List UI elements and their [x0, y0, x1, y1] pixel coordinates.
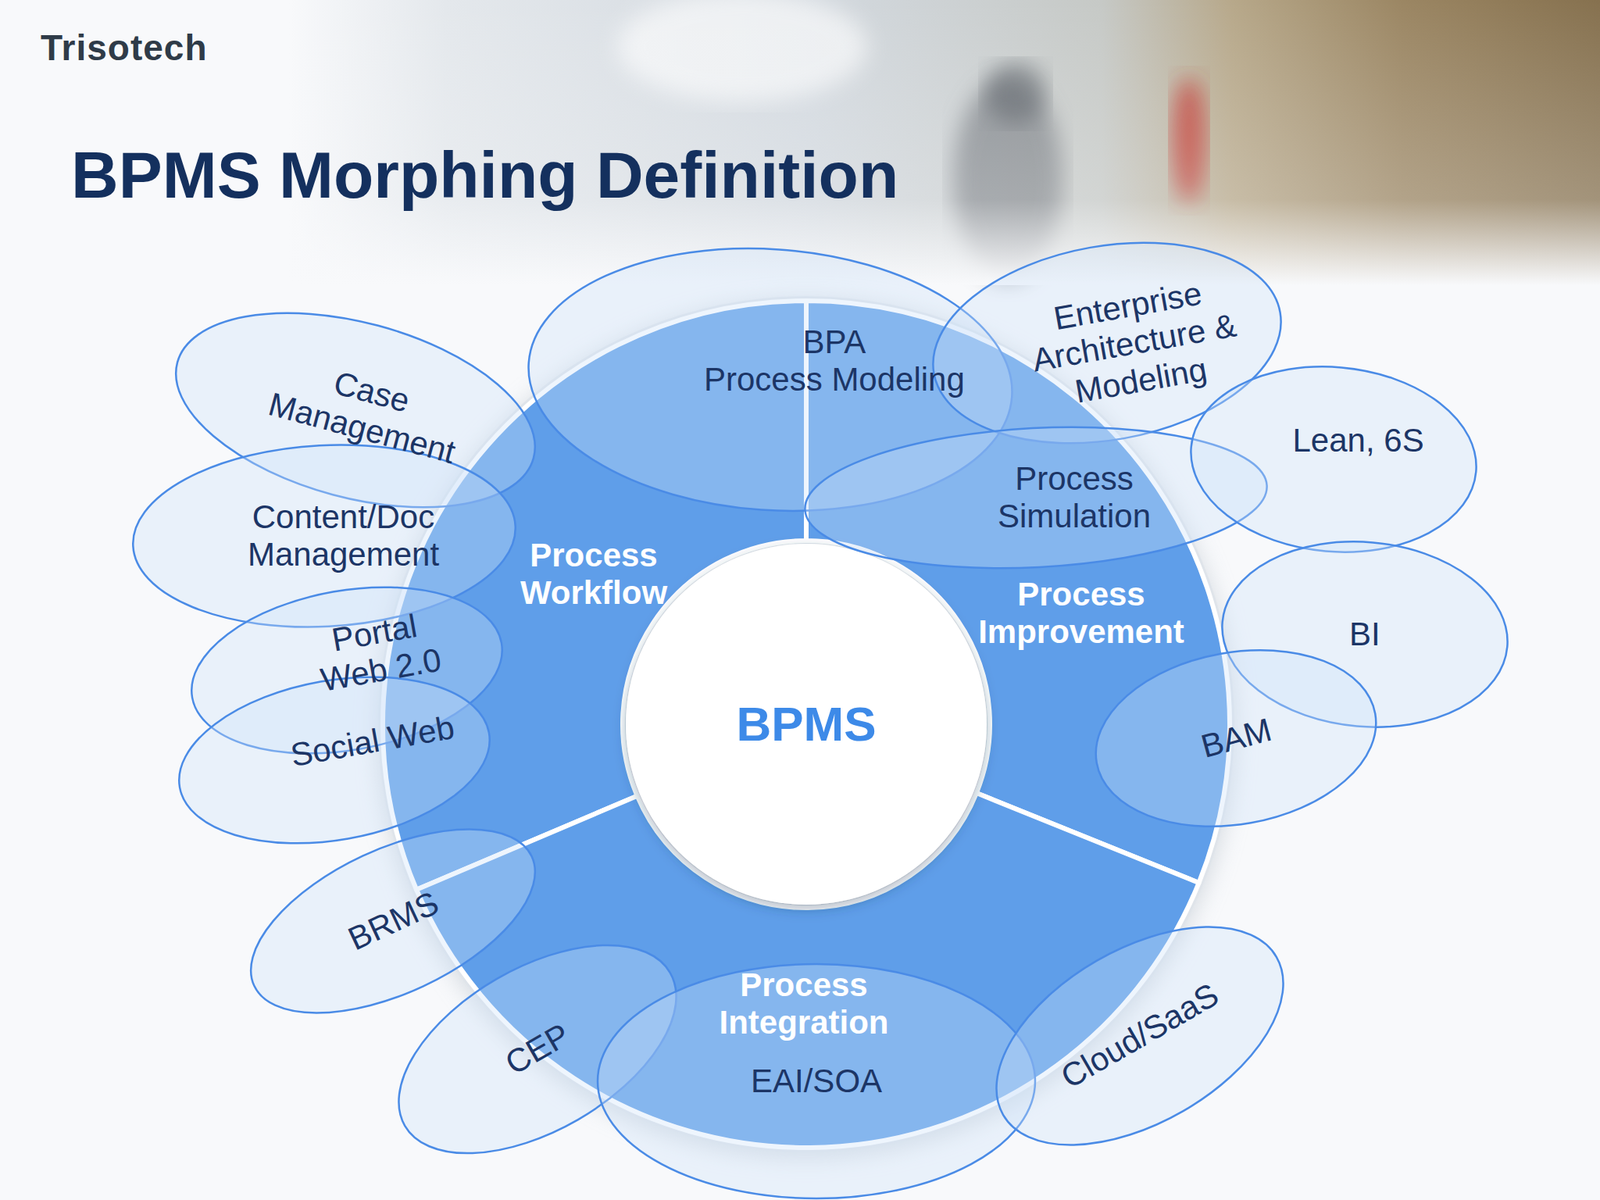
node-label: BI [1349, 615, 1381, 654]
label-text: EAI/SOA [750, 1062, 883, 1100]
node-label: BPMS [735, 696, 876, 752]
logo-text: Trisotech [40, 26, 208, 69]
node-label: BPAProcess Modeling [703, 323, 965, 400]
node-label: Process Integration [697, 966, 911, 1043]
bubble-ellipse: Social Web [177, 680, 492, 840]
label-text: BI [1349, 615, 1381, 654]
node-label: Process Workflow [487, 536, 701, 613]
core-circle [625, 543, 987, 905]
bubble-outline [1182, 354, 1484, 564]
bubble-outline [1082, 628, 1391, 848]
node-label: Process Simulation [959, 460, 1190, 536]
node-label: EAI/SOA [750, 1062, 883, 1100]
label-text: Process Modeling [703, 360, 965, 399]
bubble-ellipse: Lean, 6S [1190, 367, 1477, 552]
bubble-ellipse: BRMS [239, 849, 547, 993]
bubble-ellipse: Cloud/SaaS [982, 949, 1298, 1123]
bpms-core-circle: BPMS [622, 540, 990, 908]
label-text: Lean, 6S [1292, 421, 1425, 460]
label-text: Process Workflow [487, 536, 701, 613]
bubble-ellipse: BAM [1094, 652, 1378, 825]
bubble-shape [1190, 367, 1477, 552]
label-text: Process Improvement [975, 575, 1189, 652]
label-text: Process Integration [697, 966, 911, 1043]
bubble-outline [597, 964, 1036, 1199]
node-label: Lean, 6S [1292, 421, 1425, 460]
slide-title: BPMS Morphing Definition [71, 137, 899, 214]
label-text: BPMS [735, 696, 876, 752]
node-label: Content/Doc Management [228, 498, 459, 575]
label-text: Process Simulation [959, 460, 1190, 536]
node-label: Process Improvement [975, 575, 1189, 652]
label-text: Content/Doc Management [228, 498, 459, 575]
label-text: BPA [703, 323, 965, 361]
bubble-outline [960, 882, 1321, 1190]
